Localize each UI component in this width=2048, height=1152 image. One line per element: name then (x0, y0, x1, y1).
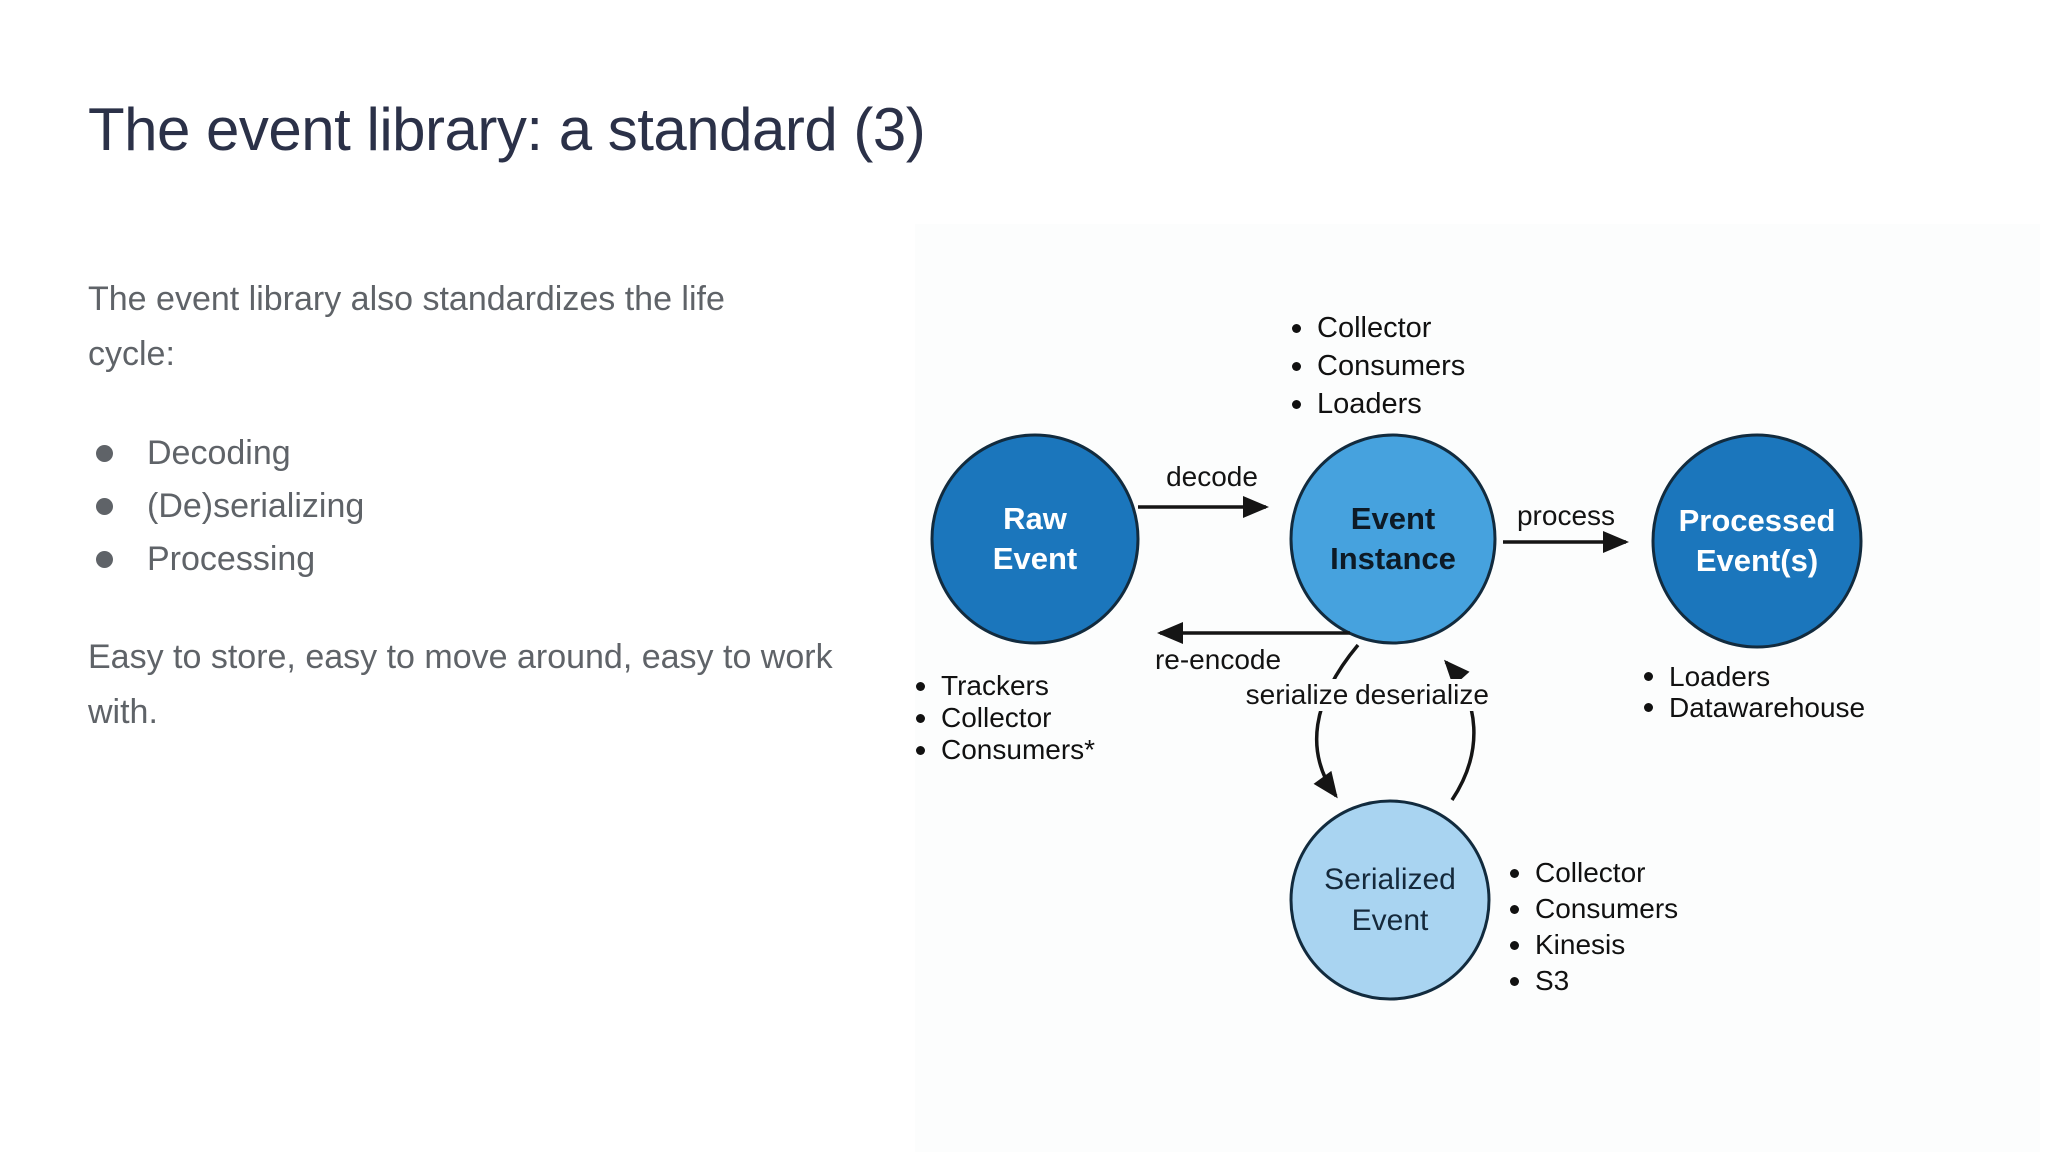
list-item: Loaders (1644, 661, 1865, 692)
bullet-icon (1510, 976, 1519, 986)
node-raw-event-label: Raw Event (992, 501, 1078, 576)
list-item: Consumers (1292, 347, 1465, 385)
list-serialized-event-actors: Collector Consumers Kinesis S3 (1510, 855, 1678, 999)
list-item: Datawarehouse (1644, 692, 1865, 723)
list-item: Collector (1292, 309, 1465, 347)
bullet-icon (96, 498, 113, 515)
bullet-icon (96, 445, 113, 462)
list-item: Collector (1510, 855, 1678, 891)
node-processed-events-label: Processed Event(s) (1678, 503, 1836, 578)
list-item-label: S3 (1535, 965, 1570, 996)
bullet-icon (1644, 703, 1653, 712)
edge-deserialize-label: deserialize (1349, 679, 1495, 711)
list-item: Loaders (1292, 385, 1465, 423)
list-item-label: Consumers* (941, 734, 1096, 765)
bullet-list: Decoding (De)serializing Processing (88, 427, 788, 586)
edge-serialize-label: serialize (1239, 679, 1355, 711)
list-event-instance-actors: Collector Consumers Loaders (1292, 309, 1465, 423)
list-item: Processing (88, 533, 788, 586)
list-item-label: Loaders (1669, 660, 1771, 692)
list-item: Trackers (916, 670, 1095, 702)
list-item: Consumers (1510, 891, 1678, 927)
bullet-icon (1510, 940, 1519, 950)
node-event-instance-label: Event Instance (1330, 501, 1456, 576)
list-raw-event-actors: Trackers Collector Consumers* (916, 670, 1095, 766)
list-item: Decoding (88, 427, 788, 480)
list-item: (De)serializing (88, 480, 788, 533)
list-item-label: Collector (1317, 311, 1432, 344)
bullet-icon (96, 551, 113, 568)
list-item-label: Trackers (941, 670, 1049, 701)
list-item-label: Loaders (1317, 387, 1422, 420)
bullet-icon (916, 745, 925, 755)
list-item: Collector (916, 702, 1095, 734)
list-item-label: Collector (1535, 857, 1646, 888)
bullet-icon (916, 681, 925, 691)
list-item: Consumers* (916, 734, 1095, 766)
bullet-icon (1292, 323, 1301, 333)
list-item: S3 (1510, 963, 1678, 999)
intro-paragraph: The event library also standardizes the … (88, 280, 725, 373)
bullet-icon (1510, 904, 1519, 914)
list-item-label: Datawarehouse (1669, 691, 1866, 723)
bullet-icon (1644, 672, 1653, 681)
list-item-label: Consumers (1317, 349, 1466, 382)
slide-title: The event library: a standard (3) (88, 96, 926, 163)
bullet-icon (1292, 361, 1301, 371)
list-item-label: Collector (941, 702, 1052, 733)
list-item-label: Kinesis (1535, 929, 1626, 960)
bullet-label: (De)serializing (147, 487, 365, 525)
bullet-icon (1510, 868, 1519, 878)
list-processed-events-actors: Loaders Datawarehouse (1644, 661, 1865, 723)
bullet-icon (1292, 399, 1301, 409)
edge-process-label: process (1516, 500, 1616, 531)
bullet-icon (916, 713, 925, 723)
list-item-label: Consumers (1535, 893, 1679, 924)
bullet-label: Decoding (147, 434, 291, 472)
bullet-label: Processing (147, 540, 316, 578)
edge-decode-label: decode (1166, 461, 1258, 492)
edge-re-encode-label: re-encode (1154, 644, 1282, 675)
node-serialized-event-label: Serialized Event (1324, 863, 1456, 937)
list-item: Kinesis (1510, 927, 1678, 963)
outro-paragraph: Easy to store, easy to move around, easy… (88, 638, 833, 731)
